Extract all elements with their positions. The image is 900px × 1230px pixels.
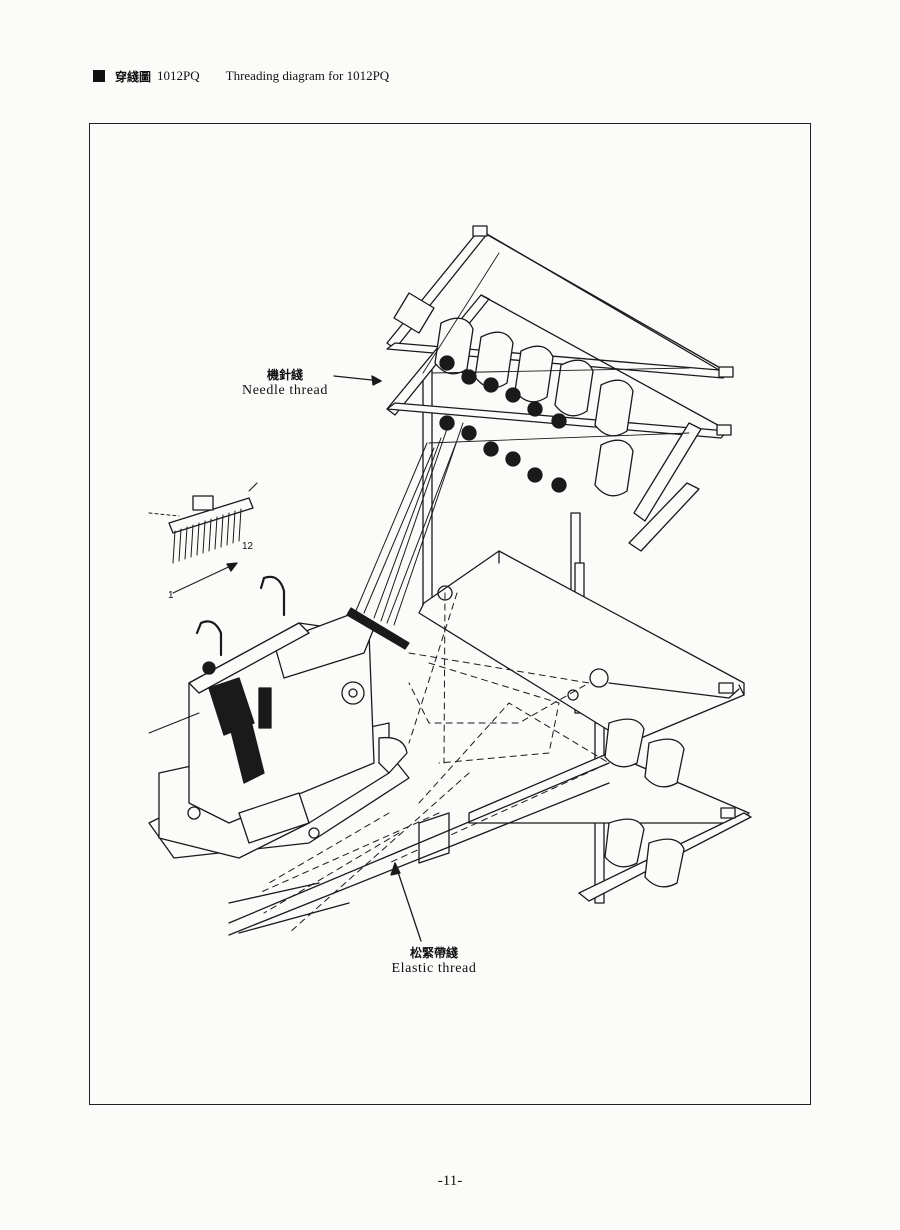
needle-thread-lines <box>354 422 464 626</box>
rack-end-cap <box>472 225 488 237</box>
lower-end-cap <box>720 807 736 819</box>
elastic-band <box>228 782 610 936</box>
elastic-thread-en: Elastic thread <box>391 961 477 976</box>
rack-side-frame <box>633 422 702 522</box>
needle-thread-callout: 機針綫 Needle thread <box>242 368 328 398</box>
rack-end-cap <box>718 366 734 378</box>
machine-screw <box>187 806 201 820</box>
elastic-pointer-arrow <box>390 862 401 876</box>
elastic-thread-paths <box>258 592 610 934</box>
machine-thread-guide-bar <box>346 607 410 650</box>
leader-line <box>148 712 200 734</box>
sewing-machine <box>148 607 410 934</box>
rack-rail <box>480 294 726 430</box>
elastic-thread-callout: 松緊帶綫 Elastic thread <box>378 946 490 976</box>
rack-side-frame <box>628 482 700 552</box>
lower-end-cap <box>718 682 734 694</box>
header-title-cjk: 穿綫圖 <box>115 69 152 84</box>
thread-cones <box>434 317 634 497</box>
threading-diagram <box>148 225 752 942</box>
needle-guide-inset <box>148 482 286 734</box>
needle-hook <box>195 620 223 657</box>
machine-knob <box>202 661 216 675</box>
machine-presser <box>228 712 265 784</box>
thread-tension-knobs <box>439 355 567 493</box>
lower-bolt <box>567 689 579 701</box>
needle-comb-needles <box>172 508 242 564</box>
lower-tray-edge <box>498 550 745 696</box>
needle-comb-block <box>192 495 214 511</box>
header-model: 1012PQ <box>157 68 200 83</box>
rack-bracket <box>393 292 435 334</box>
needle-thread-en: Needle thread <box>242 383 328 398</box>
rack-rail <box>486 233 732 378</box>
needle-comb-thread <box>148 512 180 517</box>
guide-end-number: 12 <box>242 541 254 552</box>
rack-thread-guide <box>428 432 690 444</box>
machine-lever <box>258 687 272 729</box>
machine-top-edge <box>188 622 310 694</box>
header-title-en: Threading diagram for 1012PQ <box>225 68 390 83</box>
guide-start-number: 1 <box>168 590 174 601</box>
page-header: 穿綫圖 1012PQ Threading diagram for 1012PQ <box>93 67 389 85</box>
needle-comb-arrow <box>226 562 238 572</box>
elastic-cones <box>604 718 685 888</box>
needle-pointer-arrow <box>371 375 382 386</box>
elastic-guide-plate <box>418 812 450 864</box>
needle-comb-thread <box>248 482 258 492</box>
rack-post-left <box>422 367 433 611</box>
machine-top-cover <box>273 612 375 679</box>
page-number: -11- <box>437 1173 463 1189</box>
machine-screw <box>308 827 320 839</box>
header-square-icon <box>93 70 105 82</box>
machine-motor <box>378 736 408 774</box>
machine-outfeed <box>228 882 350 934</box>
elastic-pointer-line <box>394 862 422 942</box>
elastic-band <box>228 762 610 924</box>
lower-elastic-rack <box>228 550 752 942</box>
needle-hook <box>259 575 286 617</box>
elastic-thread-cjk: 松緊帶綫 <box>409 946 458 960</box>
diagram-frame <box>89 123 811 1105</box>
machine-handwheel-hub <box>348 688 358 698</box>
lower-bolt <box>589 668 609 688</box>
needle-comb-arrow-line <box>172 562 238 594</box>
upper-thread-rack <box>333 225 734 694</box>
lower-bolt <box>437 585 453 601</box>
machine-feed <box>238 792 310 844</box>
lower-rail <box>608 682 740 699</box>
rack-end-cap <box>716 424 732 436</box>
needle-comb-bar <box>168 497 254 534</box>
needle-thread-cjk: 機針綫 <box>266 368 303 382</box>
